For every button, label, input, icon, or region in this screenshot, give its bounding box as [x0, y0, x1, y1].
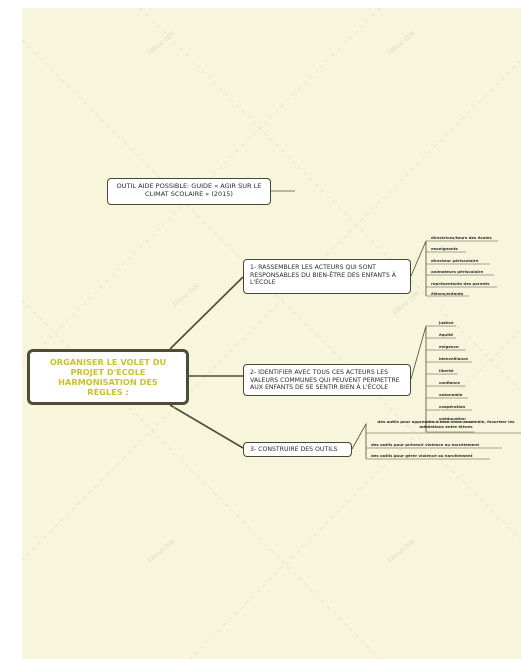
- leaf-actor[interactable]: directeur périscolaire: [431, 258, 479, 263]
- branch-1-gather-actors[interactable]: 1- RASSEMBLER LES ACTEURS QUI SONT RESPO…: [243, 259, 411, 294]
- leaf-value[interactable]: confiance: [439, 380, 460, 385]
- branch-2-common-values[interactable]: 2- IDENTIFIER AVEC TOUS CES ACTEURS LES …: [243, 364, 411, 396]
- leaf-value[interactable]: justice: [439, 320, 454, 325]
- leaf-value[interactable]: équité: [439, 332, 454, 337]
- leaf-actor[interactable]: élèves/enfants: [431, 291, 464, 296]
- leaf-value[interactable]: coopération: [439, 404, 466, 409]
- leaf-value[interactable]: exigence: [439, 344, 459, 349]
- leaf-tool[interactable]: des outils pour apprendre à bien vivre e…: [377, 419, 515, 429]
- leaf-actor[interactable]: animateurs périscolaire: [431, 269, 484, 274]
- branch-3-build-tools[interactable]: 3- CONSTRUIRE DES OUTILS: [243, 442, 352, 457]
- leaf-actor[interactable]: enseignants: [431, 246, 458, 251]
- central-topic[interactable]: ORGANISER LE VOLET DU PROJET D'ÉCOLE HAR…: [27, 349, 189, 405]
- tool-note-node[interactable]: OUTIL AIDE POSSIBLE: GUIDE « AGIR SUR LE…: [107, 178, 271, 205]
- leaf-value[interactable]: bienveillance: [439, 356, 469, 361]
- leaf-value[interactable]: autonomie: [439, 392, 463, 397]
- leaf-tool[interactable]: des outils pour prévenir violence ou har…: [371, 442, 480, 447]
- leaf-actor[interactable]: directrices/teurs des écoles: [431, 235, 492, 240]
- leaf-actor[interactable]: représentants des parents: [431, 281, 490, 286]
- leaf-value[interactable]: coéducation: [439, 416, 466, 421]
- leaf-tool[interactable]: des outils pour gérer violence ou harcèl…: [371, 453, 473, 458]
- leaf-value[interactable]: liberté: [439, 368, 454, 373]
